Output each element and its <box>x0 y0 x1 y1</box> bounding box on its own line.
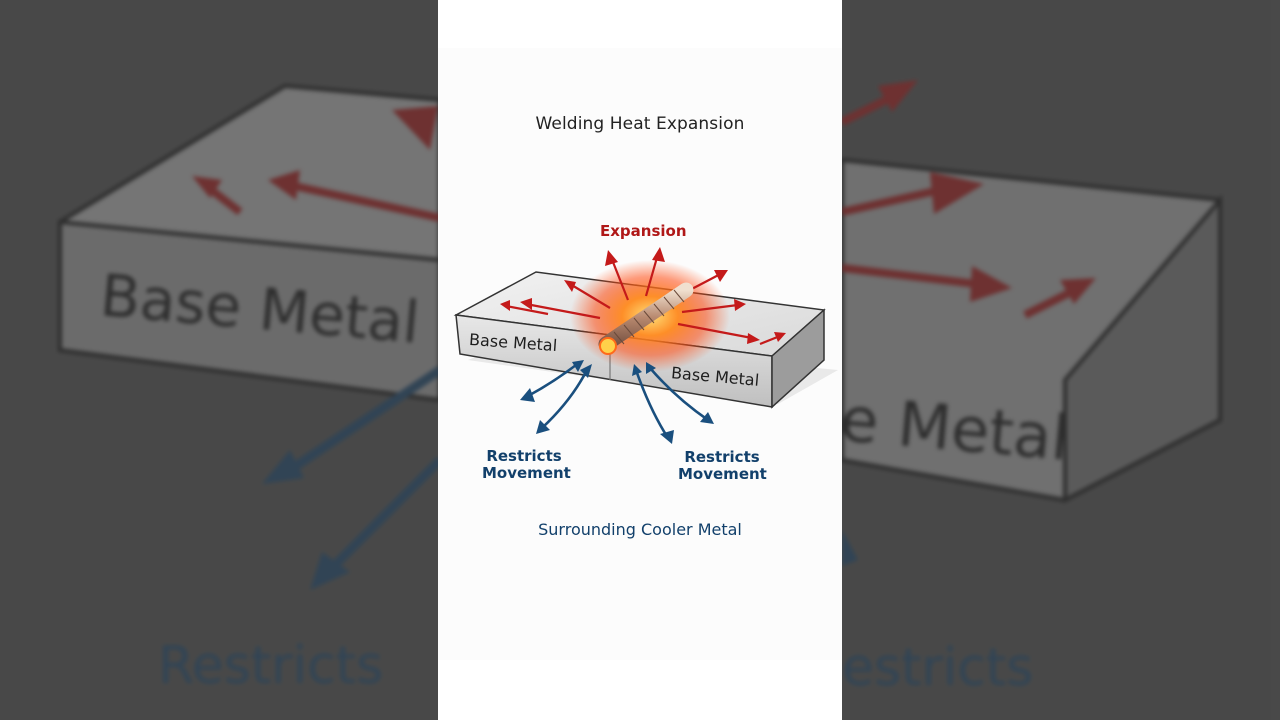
weld-bead-ripples <box>613 289 685 345</box>
restrict-arrowhead <box>646 362 656 374</box>
restricts-right-line2: Movement <box>678 465 767 484</box>
backdrop-blue-arrow <box>326 456 444 574</box>
expansion-arrowheads <box>500 247 786 344</box>
restrict-arrowhead <box>520 388 535 402</box>
expansion-arrowhead <box>734 299 746 311</box>
restrict-arrow <box>541 367 590 429</box>
backdrop-red-arrow <box>841 186 941 216</box>
restrict-arrowhead <box>536 420 550 434</box>
expansion-arrow <box>681 303 739 314</box>
restricts-right-line1: Restricts <box>684 448 760 466</box>
restrict-arrowhead <box>660 430 674 444</box>
expansion-arrow <box>505 304 549 316</box>
expansion-arrowhead <box>652 247 665 262</box>
restrict-arrowheads <box>520 360 714 444</box>
restricts-movement-label-right: Restricts Movement <box>678 448 767 484</box>
expansion-arrowhead <box>500 300 510 311</box>
expansion-arrowhead <box>714 270 728 282</box>
backdrop-restricts-fragment-text: estricts <box>842 638 1034 698</box>
backdrop-plate-right-side <box>1063 194 1222 504</box>
restricts-movement-label-left: Restricts Movement <box>482 447 571 483</box>
expansion-arrowhead <box>774 332 786 342</box>
backdrop-red-arrow <box>289 181 441 222</box>
backdrop-red-arrowhead <box>392 106 438 150</box>
expansion-arrowhead <box>564 280 576 292</box>
backdrop-red-arrowhead <box>878 80 918 112</box>
weld-pool <box>599 337 617 355</box>
restricts-left-line1: Restricts <box>486 447 562 465</box>
expansion-arrowhead <box>605 250 618 266</box>
backdrop-blue-arrowhead <box>262 450 304 484</box>
expansion-arrow <box>677 322 753 340</box>
backdrop-blue-arrowhead <box>842 530 858 566</box>
backdrop-blue-arrowhead <box>310 552 350 590</box>
expansion-arrow <box>644 253 660 297</box>
backdrop-red-arrow <box>841 264 986 289</box>
expansion-label: Expansion <box>600 222 687 240</box>
restricts-left-line2: Movement <box>482 464 571 483</box>
weld-bead <box>598 282 694 352</box>
backdrop-red-arrowhead <box>1060 278 1096 304</box>
diagram-title: Welding Heat Expansion <box>535 114 745 134</box>
restrict-arrowhead <box>700 412 714 424</box>
restrict-arrowhead <box>572 360 584 372</box>
backdrop-red-arrow <box>1023 286 1077 319</box>
restrict-arrow <box>649 367 709 422</box>
weld-diagram <box>453 247 838 444</box>
backdrop-blue-arrow <box>287 366 443 474</box>
surrounding-metal-caption: Surrounding Cooler Metal <box>538 520 742 539</box>
expansion-arrow <box>609 256 630 301</box>
expansion-arrowhead <box>747 333 760 344</box>
expansion-arrow <box>569 283 611 309</box>
backdrop-red-arrow <box>840 94 892 126</box>
backdrop-red-arrowhead <box>970 266 1012 302</box>
backdrop-red-arrowhead <box>930 172 984 214</box>
backdrop-red-arrowhead <box>268 170 300 200</box>
backdrop-red-arrowhead <box>192 176 222 198</box>
restrict-arrowhead <box>632 364 642 376</box>
expansion-arrowhead <box>520 298 532 310</box>
backdrop-restricts-text: Restricts <box>158 636 384 696</box>
plate-side-face <box>771 308 825 409</box>
expansion-arrow <box>525 302 601 320</box>
diagram-panel: Welding Heat Expansion <box>438 0 842 720</box>
restrict-arrowhead <box>580 364 592 378</box>
